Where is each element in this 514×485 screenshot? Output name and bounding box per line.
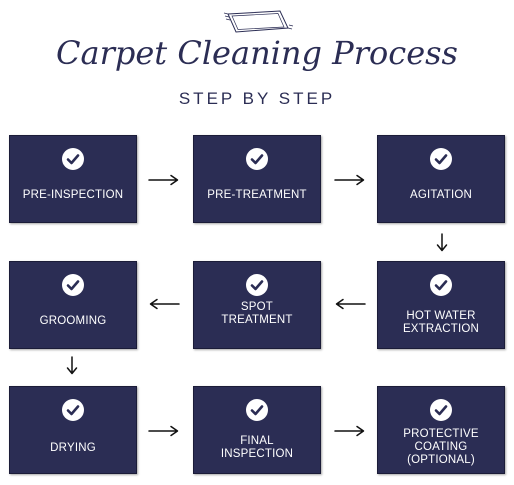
arrow-right-icon bbox=[148, 174, 180, 186]
carpet-logo-icon bbox=[218, 8, 298, 40]
step-label: DRYING bbox=[50, 441, 96, 454]
step-label: PRE-TREATMENT bbox=[207, 188, 307, 201]
step-label: FINAL INSPECTION bbox=[220, 435, 294, 460]
step-protective-coating: PROTECTIVE COATING (OPTIONAL) bbox=[377, 386, 505, 474]
check-icon bbox=[62, 148, 84, 170]
page-subtitle: STEP BY STEP bbox=[178, 89, 336, 108]
step-drying: DRYING bbox=[9, 386, 137, 474]
check-icon bbox=[62, 274, 84, 296]
arrow-right-icon bbox=[148, 425, 180, 437]
step-label: AGITATION bbox=[409, 188, 473, 201]
step-final-inspection: FINAL INSPECTION bbox=[193, 386, 321, 474]
step-pre-inspection: PRE-INSPECTION bbox=[9, 135, 137, 223]
step-label: HOT WATER EXTRACTION bbox=[402, 310, 480, 335]
step-agitation: AGITATION bbox=[377, 135, 505, 223]
arrow-right-icon bbox=[334, 174, 366, 186]
page-title: Carpet Cleaning Process bbox=[56, 34, 458, 72]
step-spot-treatment: SPOT TREATMENT bbox=[193, 261, 321, 349]
step-label: PRE-INSPECTION bbox=[22, 188, 124, 201]
check-icon bbox=[246, 148, 268, 170]
check-icon bbox=[430, 399, 452, 421]
arrow-left-icon bbox=[334, 298, 366, 310]
step-label: PROTECTIVE COATING (OPTIONAL) bbox=[403, 427, 479, 466]
arrow-right-icon bbox=[334, 425, 366, 437]
check-icon bbox=[62, 399, 84, 421]
check-icon bbox=[430, 148, 452, 170]
step-label: SPOT TREATMENT bbox=[221, 301, 293, 326]
arrow-down-icon bbox=[436, 233, 448, 253]
check-icon bbox=[430, 274, 452, 296]
step-hot-water-extraction: HOT WATER EXTRACTION bbox=[377, 261, 505, 349]
step-grooming: GROOMING bbox=[9, 261, 137, 349]
check-icon bbox=[246, 399, 268, 421]
check-icon bbox=[246, 274, 268, 296]
arrow-left-icon bbox=[148, 298, 180, 310]
step-label: GROOMING bbox=[39, 314, 107, 327]
step-pre-treatment: PRE-TREATMENT bbox=[193, 135, 321, 223]
arrow-down-icon bbox=[66, 356, 78, 376]
